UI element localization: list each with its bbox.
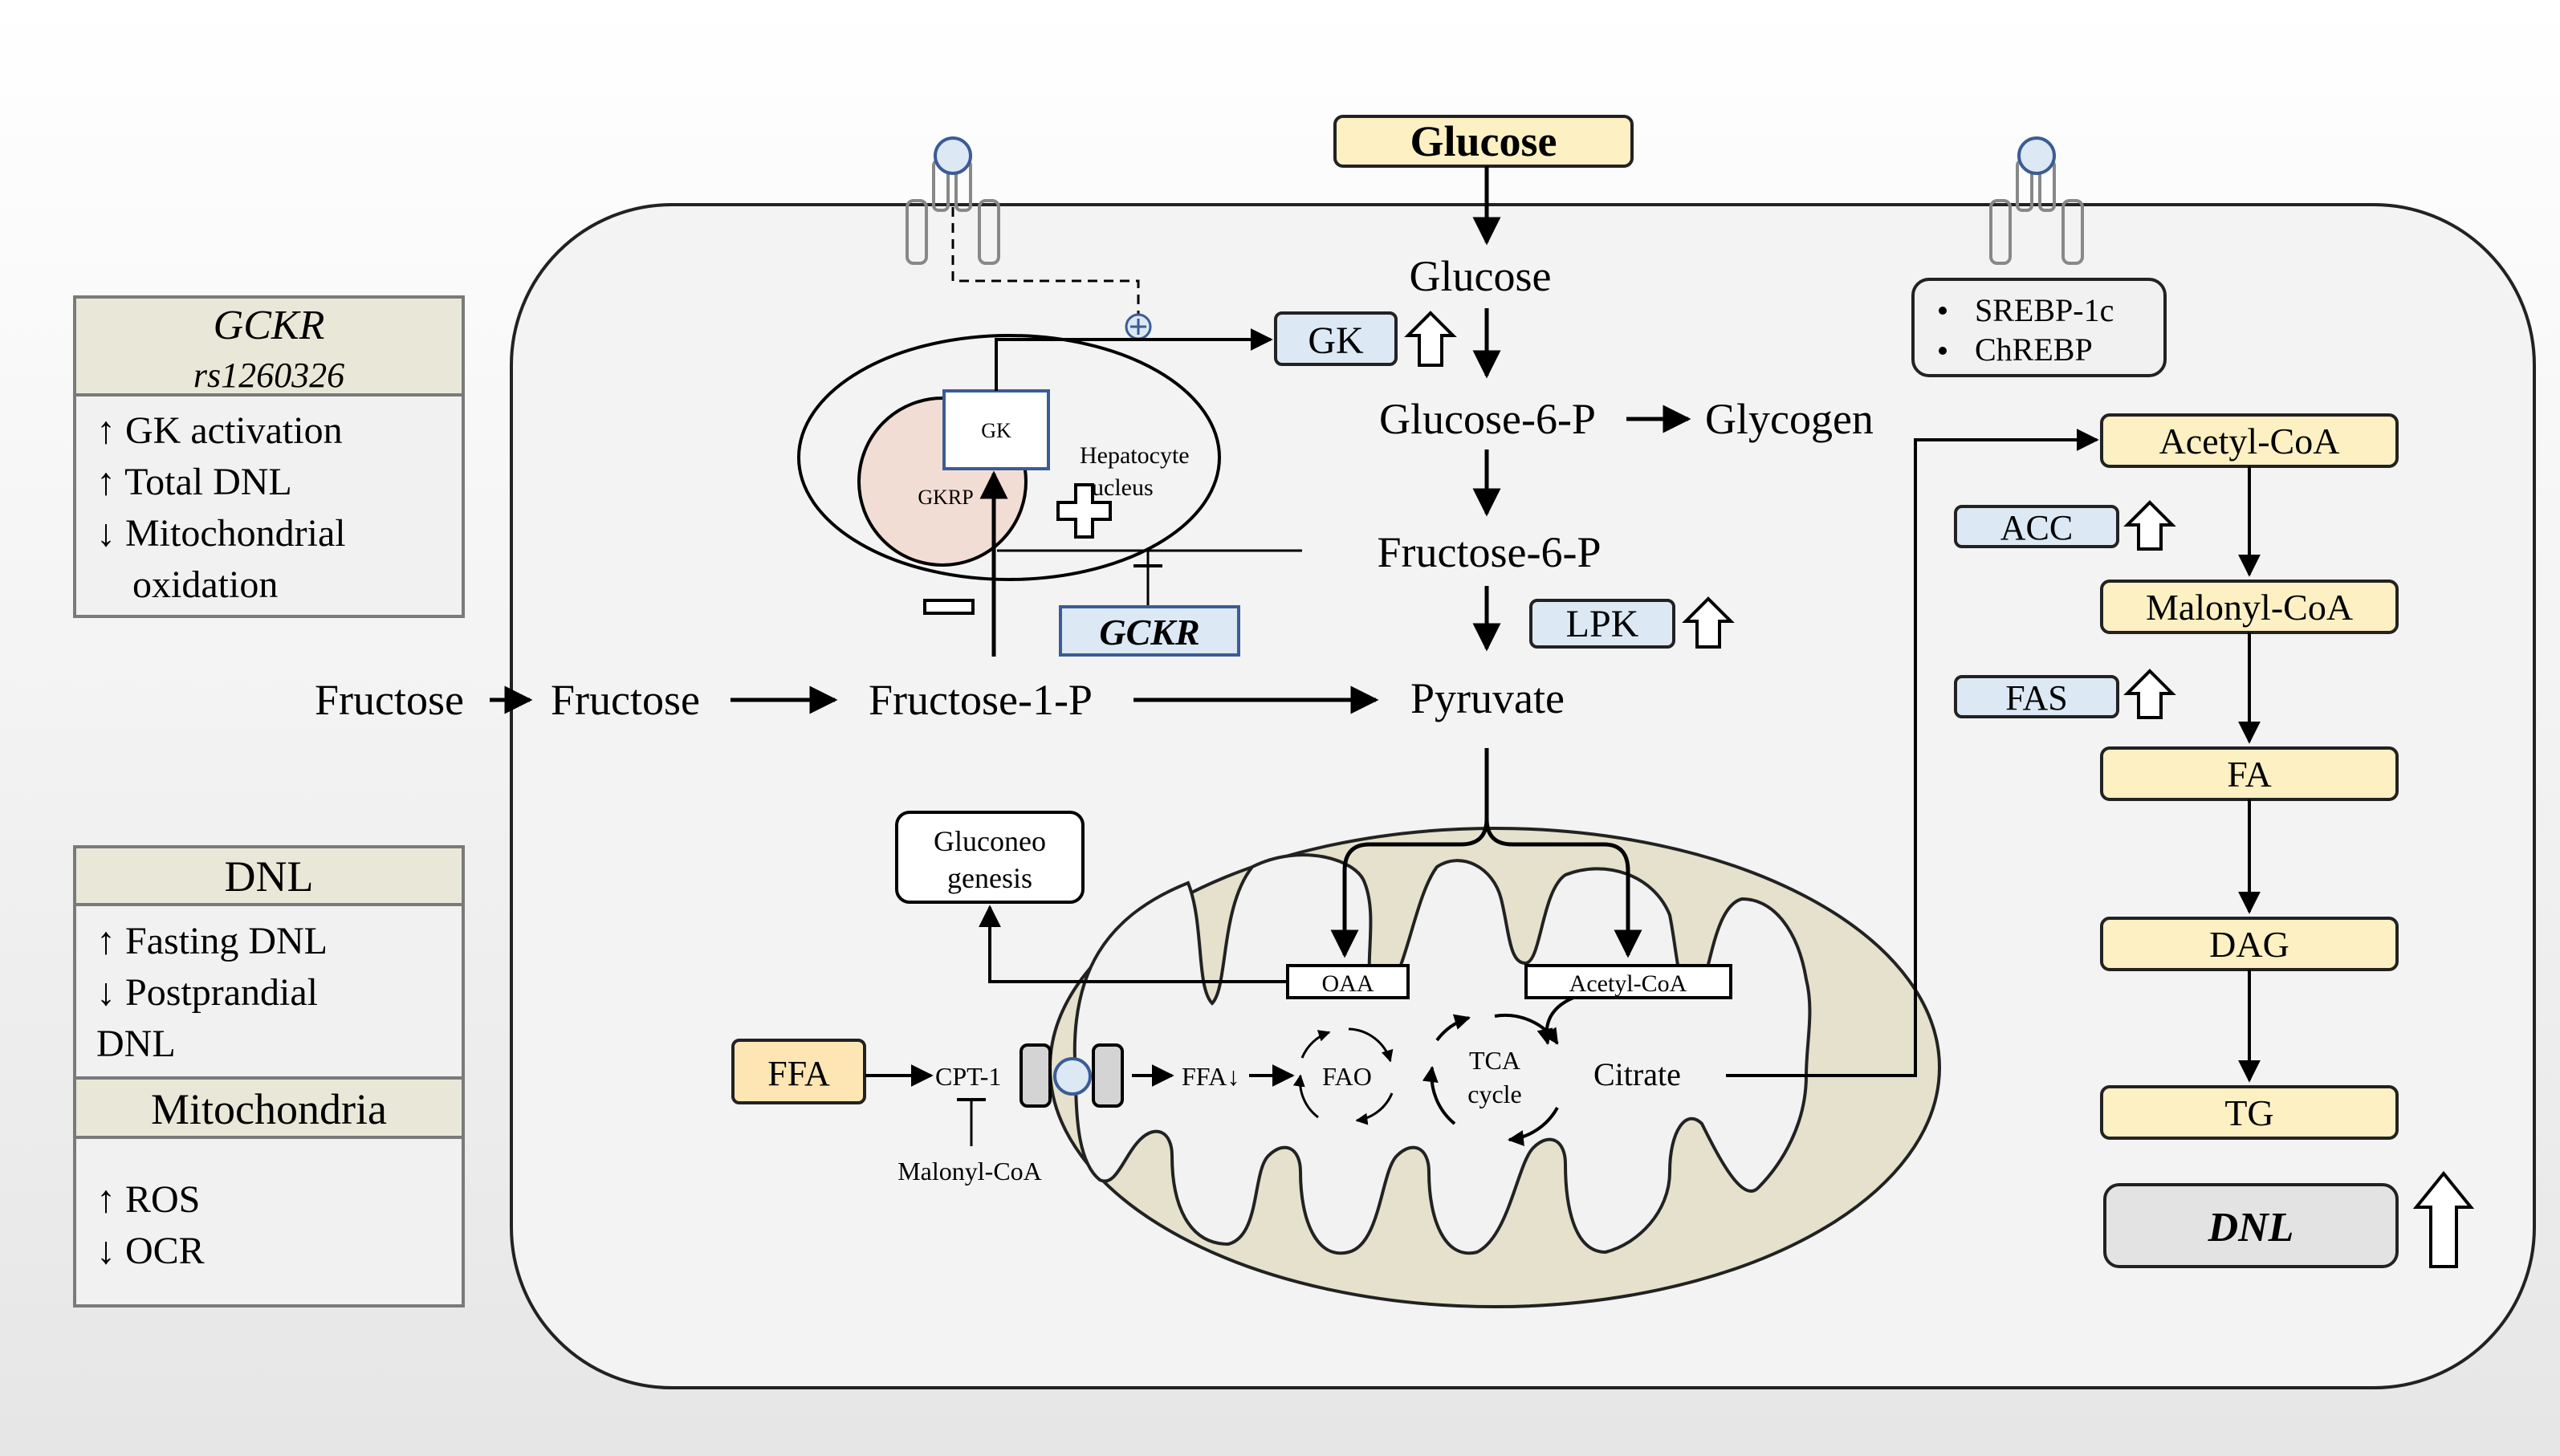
gk-enzyme-box	[1274, 311, 1398, 366]
gk-enzyme-label: GK	[1308, 319, 1364, 362]
gckr-effect-3: ↓ Mitochondrial	[96, 512, 346, 555]
glucose-label: Glucose	[1410, 252, 1552, 300]
dnl-panel: DNL ↑ Fasting DNL ↓ Postprandial DNL	[73, 845, 465, 1080]
chain-malonyl-coa-label: Malonyl-CoA	[2146, 587, 2353, 628]
acc-enzyme-box	[1954, 505, 2119, 548]
gk-in-nucleus-label: GK	[981, 419, 1011, 442]
chain-acetyl-coa-label: Acetyl-CoA	[2159, 421, 2340, 462]
srebp-1c-label: SREBP-1c	[1975, 292, 2114, 328]
gluconeogenesis-label-2: genesis	[947, 862, 1032, 894]
activation-plus-icon	[1056, 483, 1112, 539]
gk-in-nucleus-box	[942, 389, 1050, 470]
receptor-signal-dashed-line	[951, 207, 1140, 316]
dnl-effect-3: DNL	[96, 1023, 176, 1065]
chrebp-label: ChREBP	[1975, 331, 2093, 368]
dnl-panel-title: DNL	[225, 852, 314, 901]
mitochondria-panel: Mitochondria ↑ ROS ↓ OCR	[73, 1076, 465, 1308]
chain-fa-label: FA	[2227, 754, 2271, 795]
transcription-factor-box	[1911, 278, 2167, 377]
gckr-gene-label: GCKR	[1099, 612, 1199, 653]
gckr-effect-4: oxidation	[132, 563, 278, 606]
inhibition-minus-icon	[923, 599, 975, 615]
glucose-6-p-label: Glucose-6-P	[1379, 395, 1596, 443]
cpt-inhibitor-malonyl-coa-label: Malonyl-CoA	[897, 1157, 1042, 1186]
dnl-up-arrow-icon	[2412, 1170, 2475, 1268]
fructose-6-p-label: Fructose-6-P	[1378, 528, 1602, 576]
lipogenesis-chain: Acetyl-CoA Malonyl-CoA FA DAG TG	[2100, 413, 2399, 1140]
acc-enzyme-label: ACC	[2000, 508, 2073, 547]
tca-label-2: cycle	[1467, 1080, 1522, 1108]
pyruvate-label: Pyruvate	[1410, 674, 1565, 722]
glycogen-label: Glycogen	[1705, 395, 1874, 443]
hepatocyte-nucleus-label-1: Hepatocyte	[1080, 442, 1190, 469]
ffa-box-label: FFA	[767, 1054, 830, 1093]
gkrp-label: GKRP	[918, 486, 973, 509]
activation-plus-small-icon	[1125, 313, 1152, 340]
fas-enzyme-box	[1954, 675, 2119, 718]
fructose-1-p-label: Fructose-1-P	[869, 676, 1093, 724]
gckr-panel-snp: rs1260326	[193, 356, 344, 395]
gckr-gene-box	[1059, 605, 1240, 657]
chain-tg-label: TG	[2224, 1092, 2273, 1133]
gckr-panel-title: GCKR	[214, 303, 325, 348]
oaa-label: OAA	[1322, 970, 1374, 997]
mito-acetyl-coa-label: Acetyl-CoA	[1569, 970, 1687, 997]
lpk-up-arrow-icon	[1682, 596, 1735, 649]
dnl-effect-1: ↑ Fasting DNL	[96, 920, 328, 962]
receptor-left-icon	[906, 136, 1000, 265]
acc-up-arrow-icon	[2123, 500, 2176, 551]
ffa-box	[731, 1039, 866, 1104]
fas-up-arrow-icon	[2123, 669, 2176, 719]
gluconeogenesis-label-1: Gluconeo	[934, 825, 1046, 857]
glucose-input-box	[1333, 115, 1634, 168]
fao-label: FAO	[1322, 1062, 1372, 1091]
tca-label-1: TCA	[1469, 1046, 1520, 1075]
receptor-right-icon	[1989, 136, 2084, 265]
fructose-inside-label: Fructose	[551, 676, 700, 724]
mito-effect-2: ↓ OCR	[96, 1230, 205, 1272]
cpt-1-label: CPT-1	[935, 1062, 1001, 1091]
fao-cycle-icon	[1292, 1027, 1394, 1125]
mito-effect-1: ↑ ROS	[96, 1178, 200, 1221]
citrate-label: Citrate	[1593, 1056, 1681, 1092]
dnl-effect-2: ↓ Postprandial	[96, 971, 318, 1014]
gckr-effect-2: ↑ Total DNL	[96, 461, 292, 503]
mitochondria-panel-title: Mitochondria	[151, 1085, 387, 1133]
chain-dag-label: DAG	[2209, 924, 2289, 965]
lpk-enzyme-label: LPK	[1566, 603, 1639, 645]
lpk-enzyme-box	[1529, 599, 1675, 649]
mito-acetyl-coa-box	[1524, 964, 1732, 999]
dnl-result-box	[2103, 1183, 2399, 1268]
gluconeogenesis-box	[895, 811, 1085, 904]
gk-up-arrow-icon	[1404, 311, 1457, 367]
gk-release-line	[995, 328, 1273, 391]
dnl-result-label: DNL	[2208, 1205, 2294, 1251]
gckr-variant-panel: GCKR rs1260326 ↑ GK activation ↑ Total D…	[73, 295, 465, 618]
fas-enzyme-label: FAS	[2005, 678, 2067, 718]
fructose-outside-label: Fructose	[315, 676, 464, 724]
gckr-effect-1: ↑ GK activation	[96, 409, 343, 452]
cpt-transporter-icon	[1020, 1043, 1124, 1108]
glucose-input-label: Glucose	[1410, 117, 1557, 165]
ffa-decrease-label: FFA↓	[1182, 1062, 1239, 1091]
